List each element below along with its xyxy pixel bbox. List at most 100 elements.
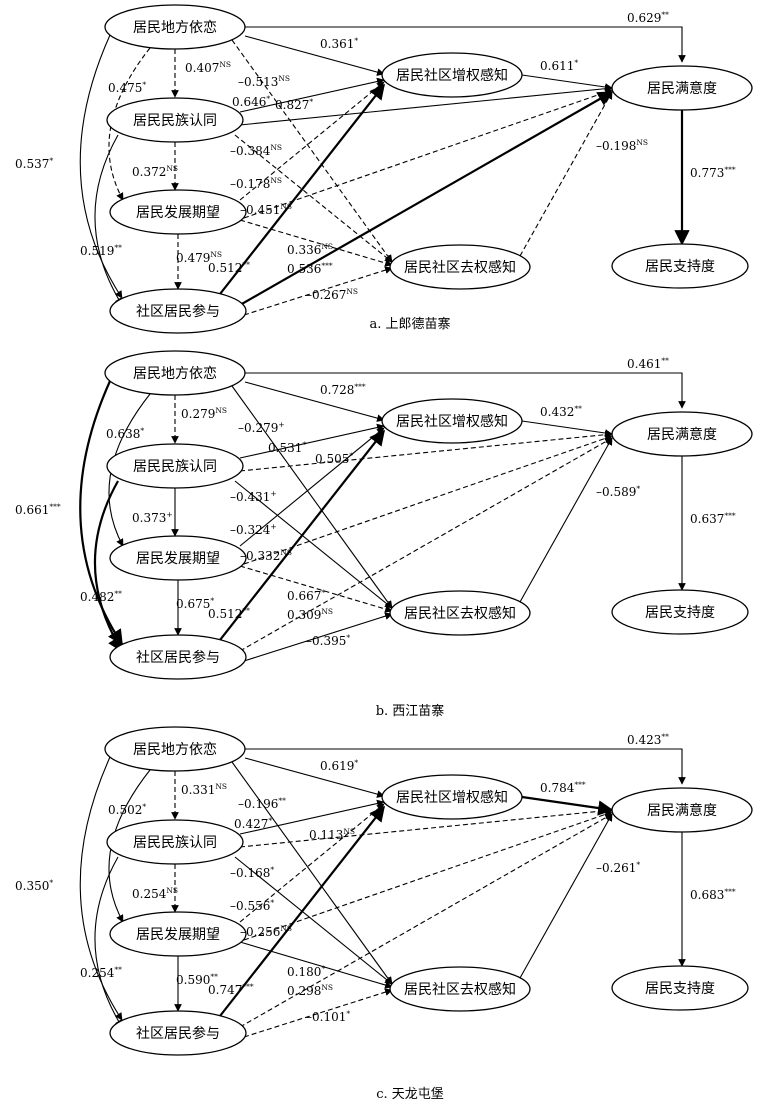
path-arrow-dis-sat: [519, 813, 613, 979]
coefficient-label-id-sat: 0.827*: [275, 97, 313, 112]
node-ellipse: [381, 774, 523, 820]
node-ellipse: [109, 634, 247, 680]
coefficient-label-att-id: 0.331NS: [181, 782, 227, 797]
node-ellipse: [106, 819, 244, 865]
path-arrow-emp-sat: [521, 420, 613, 437]
coefficient-label-att-sat: 0.629**: [627, 10, 669, 25]
path-arrow-id-sat: [239, 84, 613, 126]
coefficient-label-id-dis: –0.431+: [230, 489, 277, 504]
node-ellipse: [381, 52, 523, 98]
path-arrow-att-emp: [244, 381, 385, 422]
coefficient-label-exp-emp: –0.324+: [230, 522, 277, 537]
node-support: 居民支持度: [611, 589, 749, 635]
node-label-participation: 社区居民参与: [136, 303, 220, 320]
node-label-attachment: 居民地方依恋: [133, 741, 217, 758]
node-empower: 居民社区增权感知: [381, 52, 523, 98]
coefficient-label-par-dis: –0.267NS: [306, 287, 358, 302]
node-label-disempower: 居民社区去权感知: [404, 259, 516, 276]
coefficient-label-att-id: 0.279NS: [181, 406, 227, 421]
coefficient-label-id-exp: 0.254NS: [132, 886, 178, 901]
node-ellipse: [109, 911, 247, 957]
path-arrow-id-sat: [239, 806, 613, 848]
node-expectation: 居民发展期望: [109, 189, 247, 235]
node-ellipse: [611, 65, 753, 111]
node-ellipse: [611, 965, 749, 1011]
panel-caption: b. 西江苗寨: [376, 703, 445, 719]
node-disempower: 居民社区去权感知: [389, 590, 531, 636]
node-label-satisfaction: 居民满意度: [647, 426, 717, 443]
coefficient-label-att-dis: –0.196**: [238, 796, 286, 811]
node-label-support: 居民支持度: [645, 981, 715, 997]
coefficient-label-par-sat: 0.536***: [287, 261, 333, 276]
coefficient-label-id-dis: –0.384NS: [230, 143, 282, 158]
panel-caption: a. 上郎德苗寨: [369, 316, 450, 332]
node-ellipse: [109, 1010, 247, 1056]
node-support: 居民支持度: [611, 243, 749, 289]
node-identity: 居民民族认同: [106, 819, 244, 865]
node-participation: 社区居民参与: [109, 288, 247, 334]
coefficient-label-id-par: 0.482**: [80, 589, 122, 604]
coefficient-label-par-dis: –0.101*: [306, 1009, 350, 1024]
coefficient-label-sat-sup: 0.773***: [690, 165, 736, 180]
panel-caption: c. 天龙屯堡: [376, 1086, 444, 1102]
coefficient-label-exp-dis: 0.336NS: [287, 242, 333, 257]
coefficient-label-att-dis: –0.279+: [238, 420, 285, 435]
coefficient-label-id-sat: 0.505*: [315, 451, 353, 466]
coefficient-label-par-emp: 0.512**: [208, 260, 250, 275]
coefficient-label-att-sat: 0.423**: [627, 732, 669, 747]
coefficient-label-exp-sat: –0.256NS: [240, 924, 292, 939]
path-arrow-exp-emp: [239, 81, 385, 201]
node-ellipse: [104, 726, 246, 772]
path-arrow-id-par: [93, 480, 123, 653]
coefficient-label-exp-par: 0.590**: [176, 972, 218, 987]
coefficient-label-emp-sat: 0.432**: [540, 404, 582, 419]
coefficient-label-id-emp: 0.646*: [232, 94, 270, 109]
path-arrow-id-dis: [234, 480, 393, 609]
path-arrow-att-emp: [244, 757, 385, 798]
coefficient-label-exp-emp: –0.556*: [230, 898, 274, 913]
path-arrow-exp-dis: [239, 941, 393, 989]
coefficient-label-exp-par: 0.479NS: [176, 250, 222, 265]
node-identity: 居民民族认同: [106, 97, 244, 143]
coefficient-label-par-emp: 0.512**: [208, 606, 250, 621]
panel-2: 居民地方依恋居民民族认同居民发展期望社区居民参与居民社区增权感知居民社区去权感知…: [15, 350, 753, 680]
path-arrow-dis-sat: [519, 91, 613, 257]
node-label-expectation: 居民发展期望: [136, 551, 220, 567]
path-arrow-exp-emp: [239, 803, 385, 923]
node-label-identity: 居民民族认同: [133, 835, 217, 851]
path-arrow-par-sat: [239, 91, 614, 306]
node-ellipse: [389, 590, 531, 636]
path-arrow-id-emp: [239, 77, 385, 113]
node-disempower: 居民社区去权感知: [389, 244, 531, 290]
path-arrow-id-sat: [239, 430, 613, 472]
node-label-participation: 社区居民参与: [136, 1025, 220, 1042]
node-ellipse: [109, 288, 247, 334]
coefficient-label-id-emp: 0.531*: [268, 440, 306, 455]
node-ellipse: [611, 589, 749, 635]
node-ellipse: [104, 350, 246, 396]
node-label-satisfaction: 居民满意度: [647, 802, 717, 819]
path-arrow-att-dis: [231, 39, 393, 263]
path-arrow-exp-emp: [239, 427, 385, 547]
path-arrow-att-par: [79, 756, 123, 1021]
coefficient-label-att-emp: 0.728***: [320, 382, 366, 397]
node-satisfaction: 居民满意度: [611, 411, 753, 457]
path-arrow-par-dis: [243, 266, 393, 316]
path-arrow-id-emp: [239, 799, 385, 835]
coefficient-label-att-par: 0.350*: [15, 878, 53, 893]
node-label-disempower: 居民社区去权感知: [404, 605, 516, 622]
coefficient-label-dis-sat: –0.589*: [596, 484, 640, 499]
node-label-support: 居民支持度: [645, 259, 715, 275]
node-label-attachment: 居民地方依恋: [133, 19, 217, 36]
coefficient-label-id-par: 0.254**: [80, 965, 122, 980]
coefficient-label-emp-sat: 0.611*: [540, 58, 578, 73]
coefficient-label-att-id: 0.407NS: [185, 60, 231, 75]
node-ellipse: [106, 97, 244, 143]
node-attachment: 居民地方依恋: [104, 726, 246, 772]
coefficient-label-att-sat: 0.461**: [627, 356, 669, 371]
node-satisfaction: 居民满意度: [611, 787, 753, 833]
node-ellipse: [611, 787, 753, 833]
coefficient-label-att-emp: 0.361*: [320, 36, 358, 51]
